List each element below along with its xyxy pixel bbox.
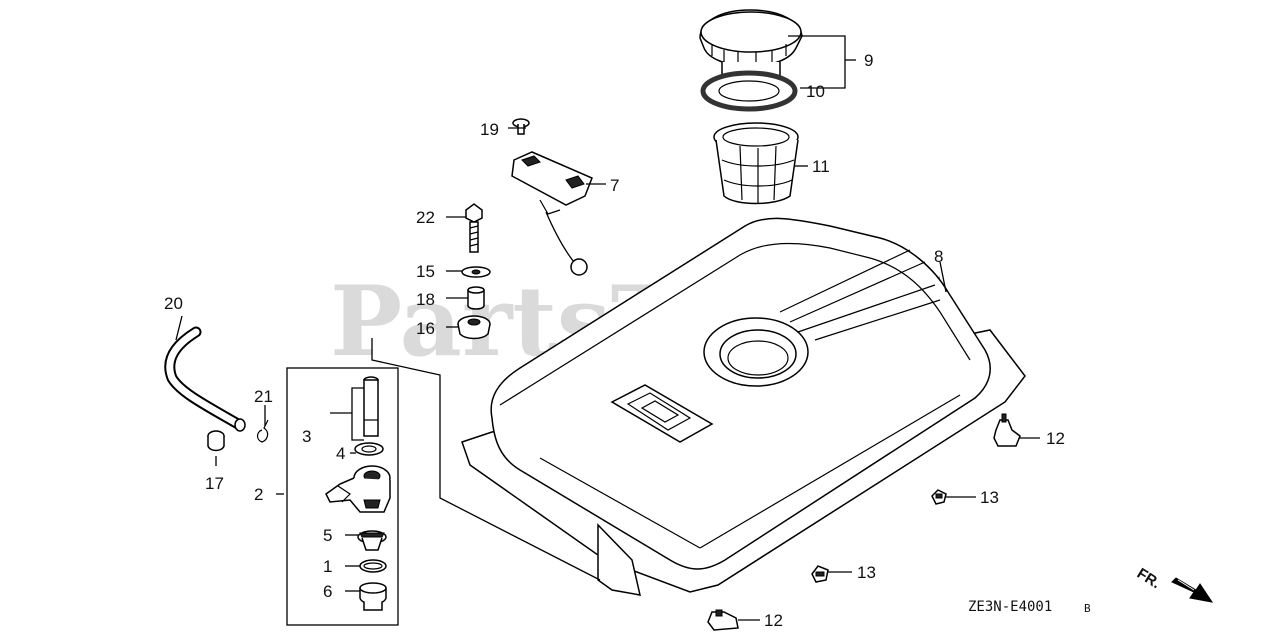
callout-21[interactable]: 21 xyxy=(254,387,273,406)
callout-13-upper[interactable]: 13 xyxy=(980,488,999,507)
callout-19[interactable]: 19 xyxy=(480,120,499,139)
front-marker-label: FR. xyxy=(1134,565,1164,592)
washer-part-15[interactable] xyxy=(461,266,491,278)
front-arrow-icon xyxy=(1171,577,1214,603)
clip-part-12-lower[interactable] xyxy=(707,609,739,631)
callout-20[interactable]: 20 xyxy=(164,294,183,313)
callout-7[interactable]: 7 xyxy=(610,176,619,195)
callout-15[interactable]: 15 xyxy=(416,262,435,281)
clip-part-13-lower[interactable] xyxy=(811,565,829,583)
tube-clip-part-21[interactable] xyxy=(256,419,269,443)
callout-9[interactable]: 9 xyxy=(864,51,873,70)
callout-22[interactable]: 22 xyxy=(416,208,435,227)
screw-part-19[interactable] xyxy=(512,118,530,135)
grommet-part-16[interactable] xyxy=(457,315,491,340)
callout-8[interactable]: 8 xyxy=(934,247,943,266)
callout-12-upper[interactable]: 12 xyxy=(1046,429,1065,448)
callout-3[interactable]: 3 xyxy=(302,427,311,446)
callout-6[interactable]: 6 xyxy=(323,582,332,601)
callout-labels: 9 10 11 7 19 8 22 15 18 16 20 21 17 3 4 … xyxy=(164,51,1065,630)
fuel-cock-assembly-frame xyxy=(286,367,399,626)
collar-part-18[interactable] xyxy=(467,286,485,310)
tube-cap-part-17[interactable] xyxy=(207,430,225,452)
callout-11[interactable]: 11 xyxy=(812,157,830,176)
callout-10[interactable]: 10 xyxy=(806,82,825,101)
cap-gasket-part-10[interactable] xyxy=(700,70,798,112)
leader-lines xyxy=(175,35,1040,621)
assembly-reference-line xyxy=(371,338,601,581)
fuel-cup-part-6[interactable] xyxy=(359,582,387,611)
callout-2[interactable]: 2 xyxy=(254,485,263,504)
washer-part-4[interactable] xyxy=(354,442,384,456)
callout-16[interactable]: 16 xyxy=(416,319,435,338)
o-ring-part-1[interactable] xyxy=(359,559,387,573)
fuel-cock-screw-part-3[interactable] xyxy=(363,376,379,437)
bolt-part-22[interactable] xyxy=(465,203,483,253)
fuel-tube-part-20[interactable] xyxy=(164,326,246,432)
drawing-code: ZE3N-E4001 xyxy=(968,599,1052,615)
clip-part-12-upper[interactable] xyxy=(993,413,1021,447)
fuel-tank-part-8[interactable] xyxy=(461,217,1026,596)
lever-part-5[interactable] xyxy=(357,530,387,551)
fuel-cock-body[interactable] xyxy=(325,465,391,513)
callout-12-lower[interactable]: 12 xyxy=(764,611,783,630)
front-direction-marker: FR. xyxy=(1134,565,1214,603)
callout-18[interactable]: 18 xyxy=(416,290,435,309)
callout-17[interactable]: 17 xyxy=(205,474,224,493)
callout-4[interactable]: 4 xyxy=(336,444,345,463)
callout-13-lower[interactable]: 13 xyxy=(857,563,876,582)
callout-1[interactable]: 1 xyxy=(323,557,332,576)
clip-part-13-upper[interactable] xyxy=(931,489,947,505)
fuel-strainer-part-11[interactable] xyxy=(713,122,799,205)
drawing-revision: B xyxy=(1084,602,1091,615)
fuel-gauge-part-7[interactable] xyxy=(511,151,593,276)
callout-5[interactable]: 5 xyxy=(323,526,332,545)
